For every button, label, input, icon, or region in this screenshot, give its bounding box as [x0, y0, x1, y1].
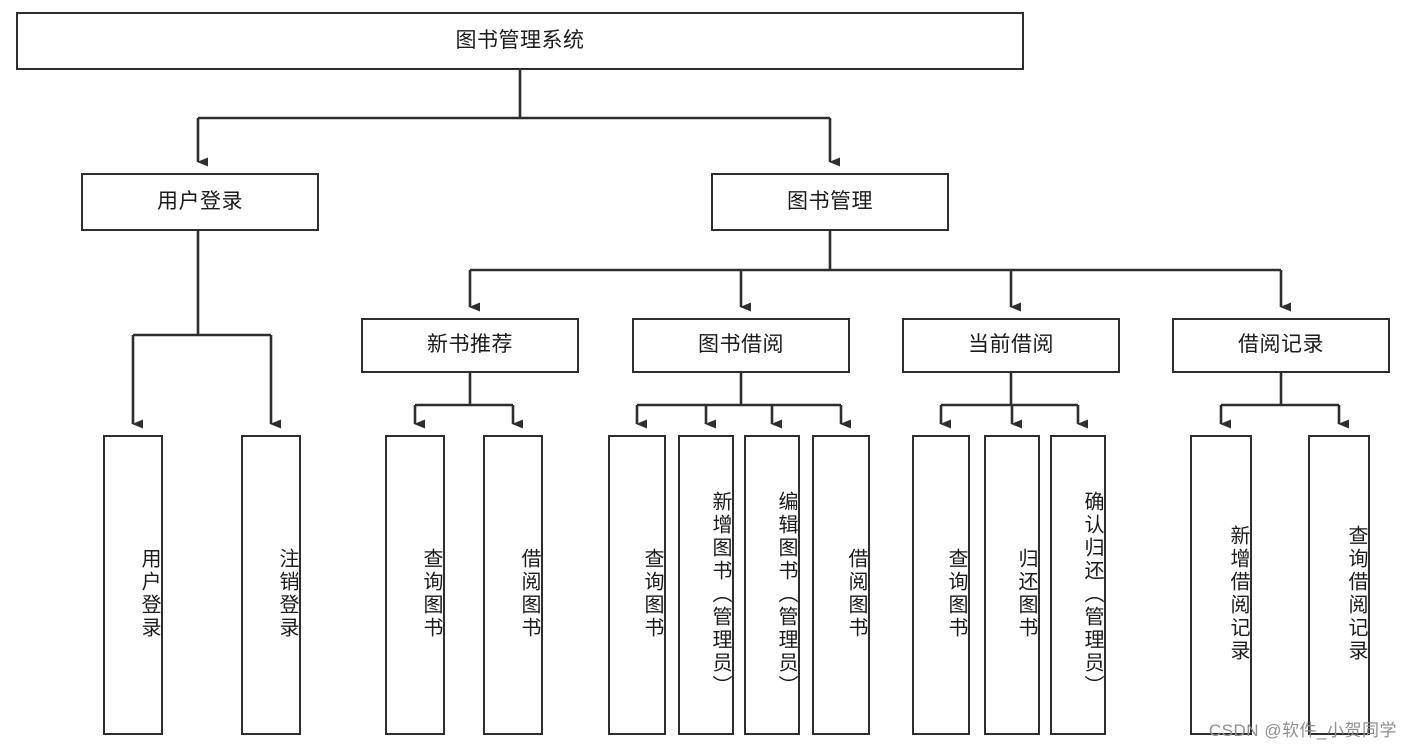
node-leaf-borrow-book-label: 借阅图书 [845, 548, 867, 640]
node-leaf-add-book-admin[interactable]: 新增图书（管理员） [678, 435, 734, 735]
watermark-text: CSDN @软件_小贺同学 [1208, 721, 1397, 740]
node-current-borrow-label: 当前借阅 [968, 333, 1054, 357]
node-leaf-user-login[interactable]: 用户登录 [103, 435, 163, 735]
node-leaf-edit-book-admin[interactable]: 编辑图书（管理员） [744, 435, 800, 735]
node-leaf-query-book-borrow[interactable]: 查询图书 [608, 435, 666, 735]
node-leaf-query-borrow-record[interactable]: 查询借阅记录 [1308, 435, 1370, 735]
node-leaf-add-book-admin-label: 新增图书（管理员） [709, 490, 731, 698]
node-book-borrow[interactable]: 图书借阅 [632, 318, 850, 373]
node-leaf-return-book-label: 归还图书 [1015, 548, 1037, 640]
node-book-manage-label: 图书管理 [787, 189, 873, 213]
node-borrow-record-label: 借阅记录 [1238, 333, 1324, 357]
node-leaf-query-book-current[interactable]: 查询图书 [912, 435, 970, 735]
node-leaf-edit-book-admin-label: 编辑图书（管理员） [775, 490, 797, 698]
node-leaf-confirm-return-admin-label: 确认归还（管理员） [1081, 490, 1103, 698]
node-book-manage[interactable]: 图书管理 [711, 173, 949, 231]
node-user-login-label: 用户登录 [157, 189, 243, 213]
node-user-login[interactable]: 用户登录 [81, 173, 319, 231]
node-leaf-confirm-return-admin[interactable]: 确认归还（管理员） [1050, 435, 1106, 735]
node-leaf-add-borrow-record[interactable]: 新增借阅记录 [1190, 435, 1252, 735]
node-leaf-query-book-current-label: 查询图书 [945, 548, 967, 640]
node-leaf-user-login-label: 用户登录 [138, 548, 160, 640]
node-leaf-query-book-rec[interactable]: 查询图书 [385, 435, 445, 735]
node-borrow-record[interactable]: 借阅记录 [1172, 318, 1390, 373]
node-current-borrow[interactable]: 当前借阅 [902, 318, 1120, 373]
node-new-book-recommend[interactable]: 新书推荐 [361, 318, 579, 373]
node-leaf-query-book-borrow-label: 查询图书 [641, 548, 663, 640]
node-leaf-borrow-book[interactable]: 借阅图书 [812, 435, 870, 735]
node-leaf-logout[interactable]: 注销登录 [241, 435, 301, 735]
node-book-borrow-label: 图书借阅 [698, 333, 784, 357]
node-leaf-add-borrow-record-label: 新增借阅记录 [1227, 525, 1249, 663]
node-leaf-borrow-book-rec[interactable]: 借阅图书 [483, 435, 543, 735]
node-new-book-recommend-label: 新书推荐 [427, 333, 513, 357]
node-leaf-query-borrow-record-label: 查询借阅记录 [1345, 525, 1367, 663]
node-leaf-logout-label: 注销登录 [276, 548, 298, 640]
node-leaf-return-book[interactable]: 归还图书 [984, 435, 1040, 735]
node-leaf-query-book-rec-label: 查询图书 [420, 548, 442, 640]
node-root-label: 图书管理系统 [455, 28, 585, 52]
node-leaf-borrow-book-rec-label: 借阅图书 [518, 548, 540, 640]
node-root[interactable]: 图书管理系统 [16, 12, 1024, 70]
